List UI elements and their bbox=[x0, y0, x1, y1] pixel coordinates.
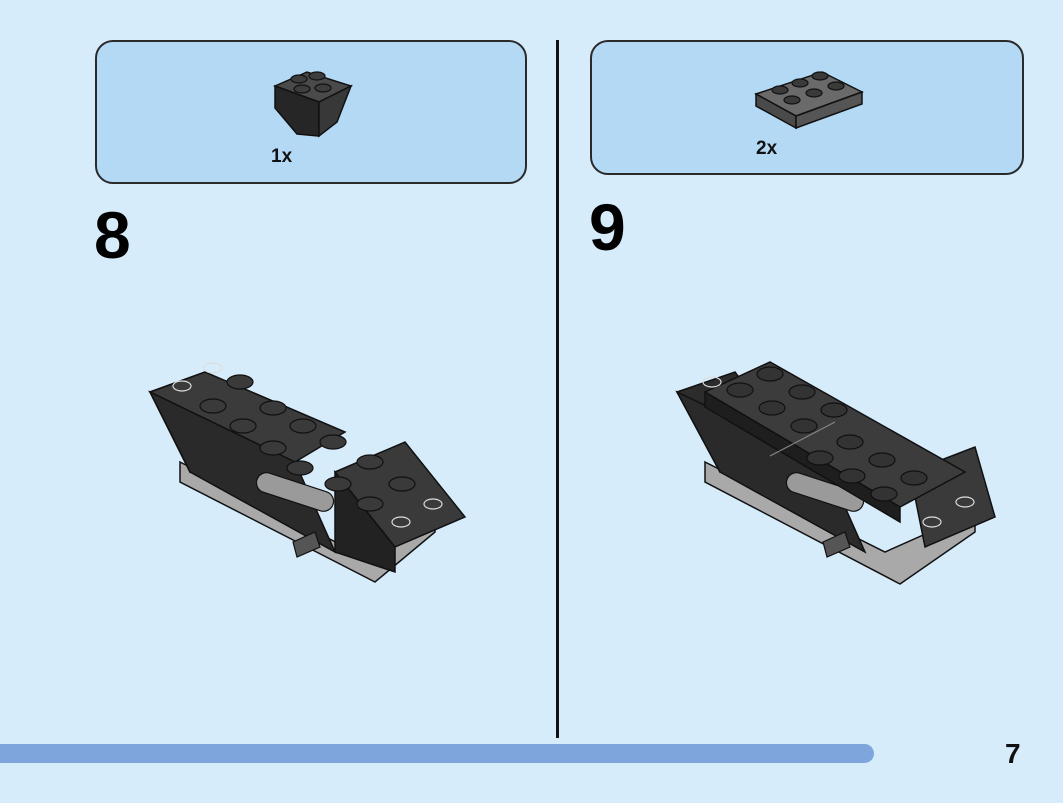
plate-2x3-icon bbox=[754, 71, 864, 130]
part-quantity: 2x bbox=[756, 138, 778, 159]
inverted-slope-brick-2x2-icon bbox=[272, 71, 353, 138]
progress-fill bbox=[0, 744, 875, 763]
assembly-step-8-icon bbox=[148, 362, 467, 583]
part-quantity: 1x bbox=[271, 146, 293, 167]
page-number: 7 bbox=[1005, 738, 1021, 769]
step-number: 8 bbox=[94, 198, 131, 272]
progress-bar bbox=[0, 744, 964, 763]
step-9-parts-box: 2x bbox=[590, 40, 1024, 175]
step-8-parts-box: 1x bbox=[95, 40, 527, 184]
assembly-step-9-icon bbox=[675, 361, 996, 585]
step-number: 9 bbox=[589, 190, 626, 264]
step-divider bbox=[556, 40, 559, 738]
